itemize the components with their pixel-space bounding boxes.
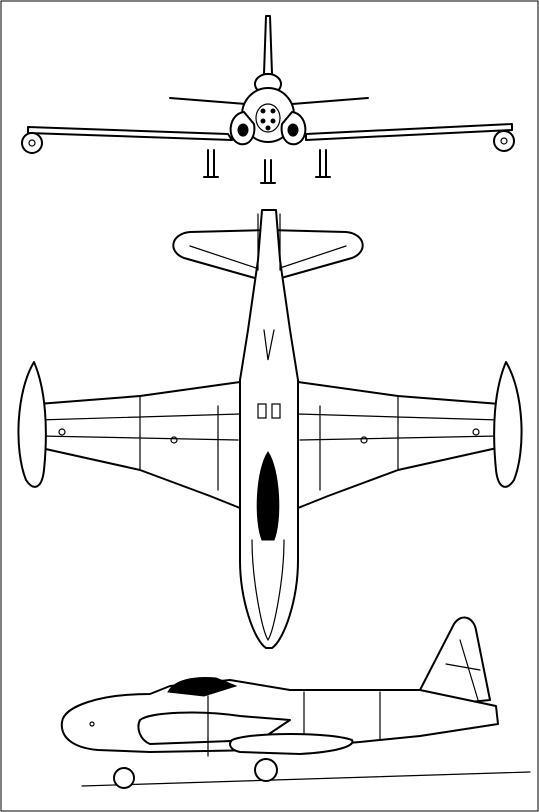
side-canopy [167,677,238,697]
front-tip-tank-left [21,132,43,154]
side-ground-line [81,771,531,787]
side-view [60,616,531,789]
side-fin [419,616,491,707]
front-tip-tank-right [493,130,515,152]
top-fuselage [239,209,299,649]
front-fin [263,15,273,75]
front-tailplane [169,97,369,105]
top-wing-right [297,381,507,509]
front-wing [27,126,233,141]
side-nose-wheel [113,767,135,789]
top-canopy [256,451,280,541]
top-wing-left [31,381,241,509]
side-tip-tank [229,733,354,755]
top-tip-tank-left [17,361,47,488]
side-main-wheel [254,758,278,782]
front-wing-right [305,123,513,141]
top-tip-tank-right [493,361,523,488]
front-view [21,15,515,184]
top-view [17,209,523,649]
front-gear [203,149,331,184]
